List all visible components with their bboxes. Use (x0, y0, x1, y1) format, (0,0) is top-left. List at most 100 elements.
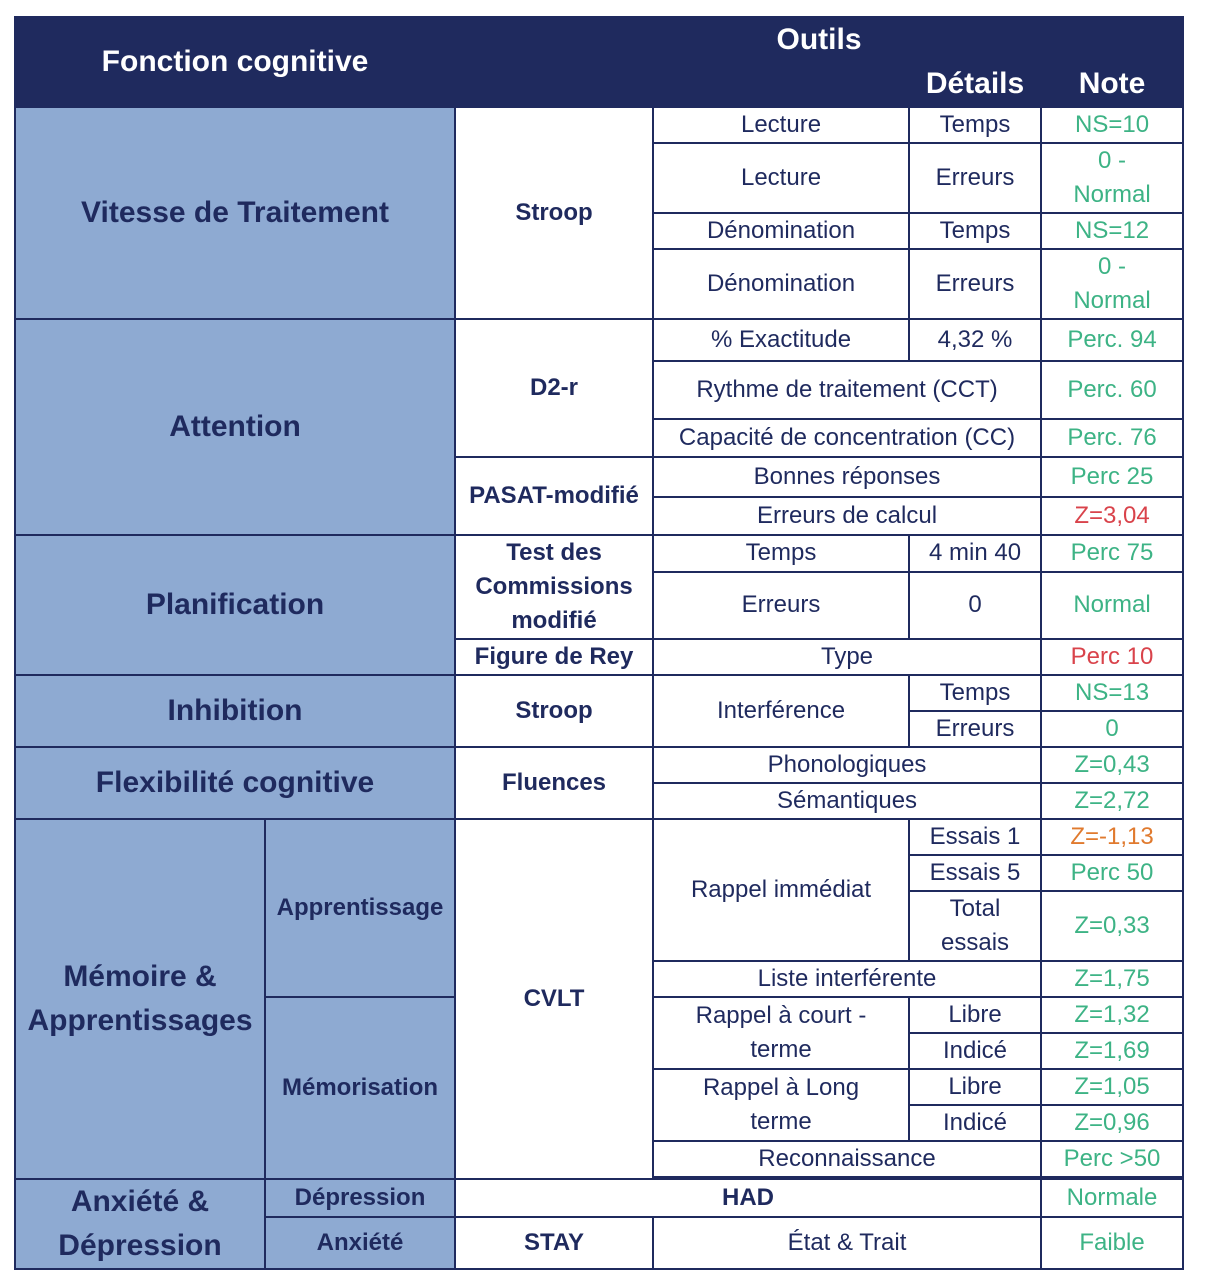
tool-line: modifié (511, 607, 597, 634)
cognitive-assessment-table: Fonction cognitive Outils Détails Note V… (13, 16, 1185, 1270)
detail-cell: Temps (908, 106, 1043, 144)
function-line: Mémoire & (63, 960, 217, 993)
tool-fluences: Fluences (454, 746, 655, 820)
test-cell: Dénomination (652, 248, 911, 320)
test-cell: Lecture (652, 142, 911, 214)
test-cell: Dénomination (652, 212, 911, 250)
tool-cvlt: CVLT (454, 818, 655, 1180)
function-line: Anxiété & (70, 1185, 210, 1218)
test-cell: Rythme de traitement (CCT) (652, 360, 1043, 420)
note-cell: NS=13 (1040, 674, 1185, 712)
function-flexibilite-cognitive: Flexibilité cognitive (13, 746, 457, 820)
note-cell: Perc 50 (1040, 854, 1185, 892)
test-cell: État & Trait (652, 1215, 1043, 1270)
note-cell: 0 - Normal (1040, 142, 1185, 214)
detail-line: Total (949, 895, 1001, 922)
test-line: Rappel à Long (702, 1074, 860, 1101)
test-cell: Type (652, 638, 1043, 676)
test-cell: Reconnaissance (652, 1140, 1043, 1178)
tool-line: Test des (506, 539, 602, 566)
note-cell: Z=1,32 (1040, 996, 1185, 1034)
detail-cell: 4,32 % (908, 318, 1043, 362)
tool-figure-de-rey: Figure de Rey (454, 638, 655, 676)
function-inhibition: Inhibition (13, 674, 457, 748)
note-cell: 0 (1040, 710, 1185, 748)
header-outils: Outils (454, 16, 1185, 62)
detail-cell: Libre (908, 1068, 1043, 1106)
detail-line: essais (941, 929, 1010, 956)
note-cell: Z=1,69 (1040, 1032, 1185, 1070)
note-line: Normal (1073, 287, 1151, 314)
test-cell: Phonologiques (652, 746, 1043, 784)
note-cell: Normal (1040, 570, 1185, 641)
function-vitesse-de-traitement: Vitesse de Traitement (13, 106, 457, 320)
note-cell: Perc 75 (1040, 534, 1185, 573)
note-cell: Z=3,04 (1040, 496, 1185, 536)
function-memoire-apprentissages: Mémoire & Apprentissages (14, 818, 266, 1180)
test-cell: Erreurs de calcul (652, 496, 1043, 536)
function-line: Apprentissages (27, 1004, 253, 1037)
test-cell: Temps (652, 534, 911, 573)
note-cell: NS=10 (1040, 106, 1185, 144)
note-cell: 0 - Normal (1040, 248, 1185, 320)
detail-cell: Temps (908, 212, 1043, 250)
note-cell: Perc. 94 (1040, 318, 1185, 362)
detail-cell: 0 (908, 570, 1043, 641)
detail-cell: Erreurs (908, 710, 1043, 748)
note-line: 0 - (1098, 253, 1127, 280)
test-cell: Capacité de concentration (CC) (652, 418, 1043, 458)
detail-cell: Essais 5 (908, 854, 1043, 892)
tool-stroop: Stroop (454, 674, 655, 748)
detail-cell: Temps (908, 674, 1043, 712)
header-blank (454, 62, 911, 108)
note-cell: Z=1,75 (1040, 960, 1185, 998)
test-line: terme (750, 1108, 812, 1135)
note-cell: Perc >50 (1040, 1140, 1185, 1178)
subfunction-memorisation: Mémorisation (263, 996, 457, 1180)
test-cell: Rappel à court -terme (652, 996, 911, 1070)
note-cell: Perc. 76 (1040, 418, 1185, 458)
header-details: Détails (908, 62, 1043, 108)
note-cell: Perc. 60 (1040, 360, 1185, 420)
note-cell: NS=12 (1040, 212, 1185, 250)
test-cell: Erreurs (652, 570, 911, 641)
note-cell: Z=1,05 (1040, 1068, 1185, 1106)
test-cell: Sémantiques (652, 782, 1043, 820)
note-cell: Z=0,96 (1040, 1104, 1185, 1142)
detail-cell: Erreurs (908, 248, 1043, 320)
note-cell: Faible (1040, 1215, 1185, 1270)
test-cell: % Exactitude (652, 318, 911, 362)
note-cell: Z=2,72 (1040, 782, 1185, 820)
subfunction-anxiete: Anxiété (263, 1215, 457, 1270)
tool-stay: STAY (454, 1215, 655, 1270)
detail-cell: Indicé (908, 1104, 1043, 1142)
test-cell: Liste interférente (652, 960, 1043, 998)
tool-d2r: D2-r (454, 318, 655, 458)
detail-cell: Total essais (908, 890, 1043, 962)
function-line: Dépression (58, 1229, 222, 1262)
header-fonction-cognitive: Fonction cognitive (13, 16, 457, 108)
tool-pasat-modifie: PASAT-modifié (454, 456, 655, 536)
function-attention: Attention (13, 318, 457, 536)
note-cell: Z=0,43 (1040, 746, 1185, 784)
detail-cell: Indicé (908, 1032, 1043, 1070)
test-cell: Rappel à Long terme (652, 1068, 911, 1142)
note-line: Normal (1073, 181, 1151, 208)
test-cell: Rappel immédiat (652, 818, 911, 962)
detail-cell: 4 min 40 (908, 534, 1043, 573)
note-cell: Z=0,33 (1040, 890, 1185, 962)
subfunction-apprentissage: Apprentissage (263, 818, 457, 998)
subfunction-depression: Dépression (263, 1178, 457, 1218)
header-note: Note (1040, 62, 1185, 108)
detail-cell: Erreurs (908, 142, 1043, 214)
note-cell: Perc 10 (1040, 638, 1185, 676)
note-cell: Z=-1,13 (1040, 818, 1185, 856)
detail-cell: Libre (908, 996, 1043, 1034)
test-line: terme (750, 1036, 812, 1063)
test-cell: Bonnes réponses (652, 456, 1043, 498)
test-cell: Interférence (652, 674, 911, 748)
tool-stroop: Stroop (454, 106, 655, 320)
tool-line: Commissions (475, 573, 633, 600)
note-line: 0 - (1098, 147, 1127, 174)
